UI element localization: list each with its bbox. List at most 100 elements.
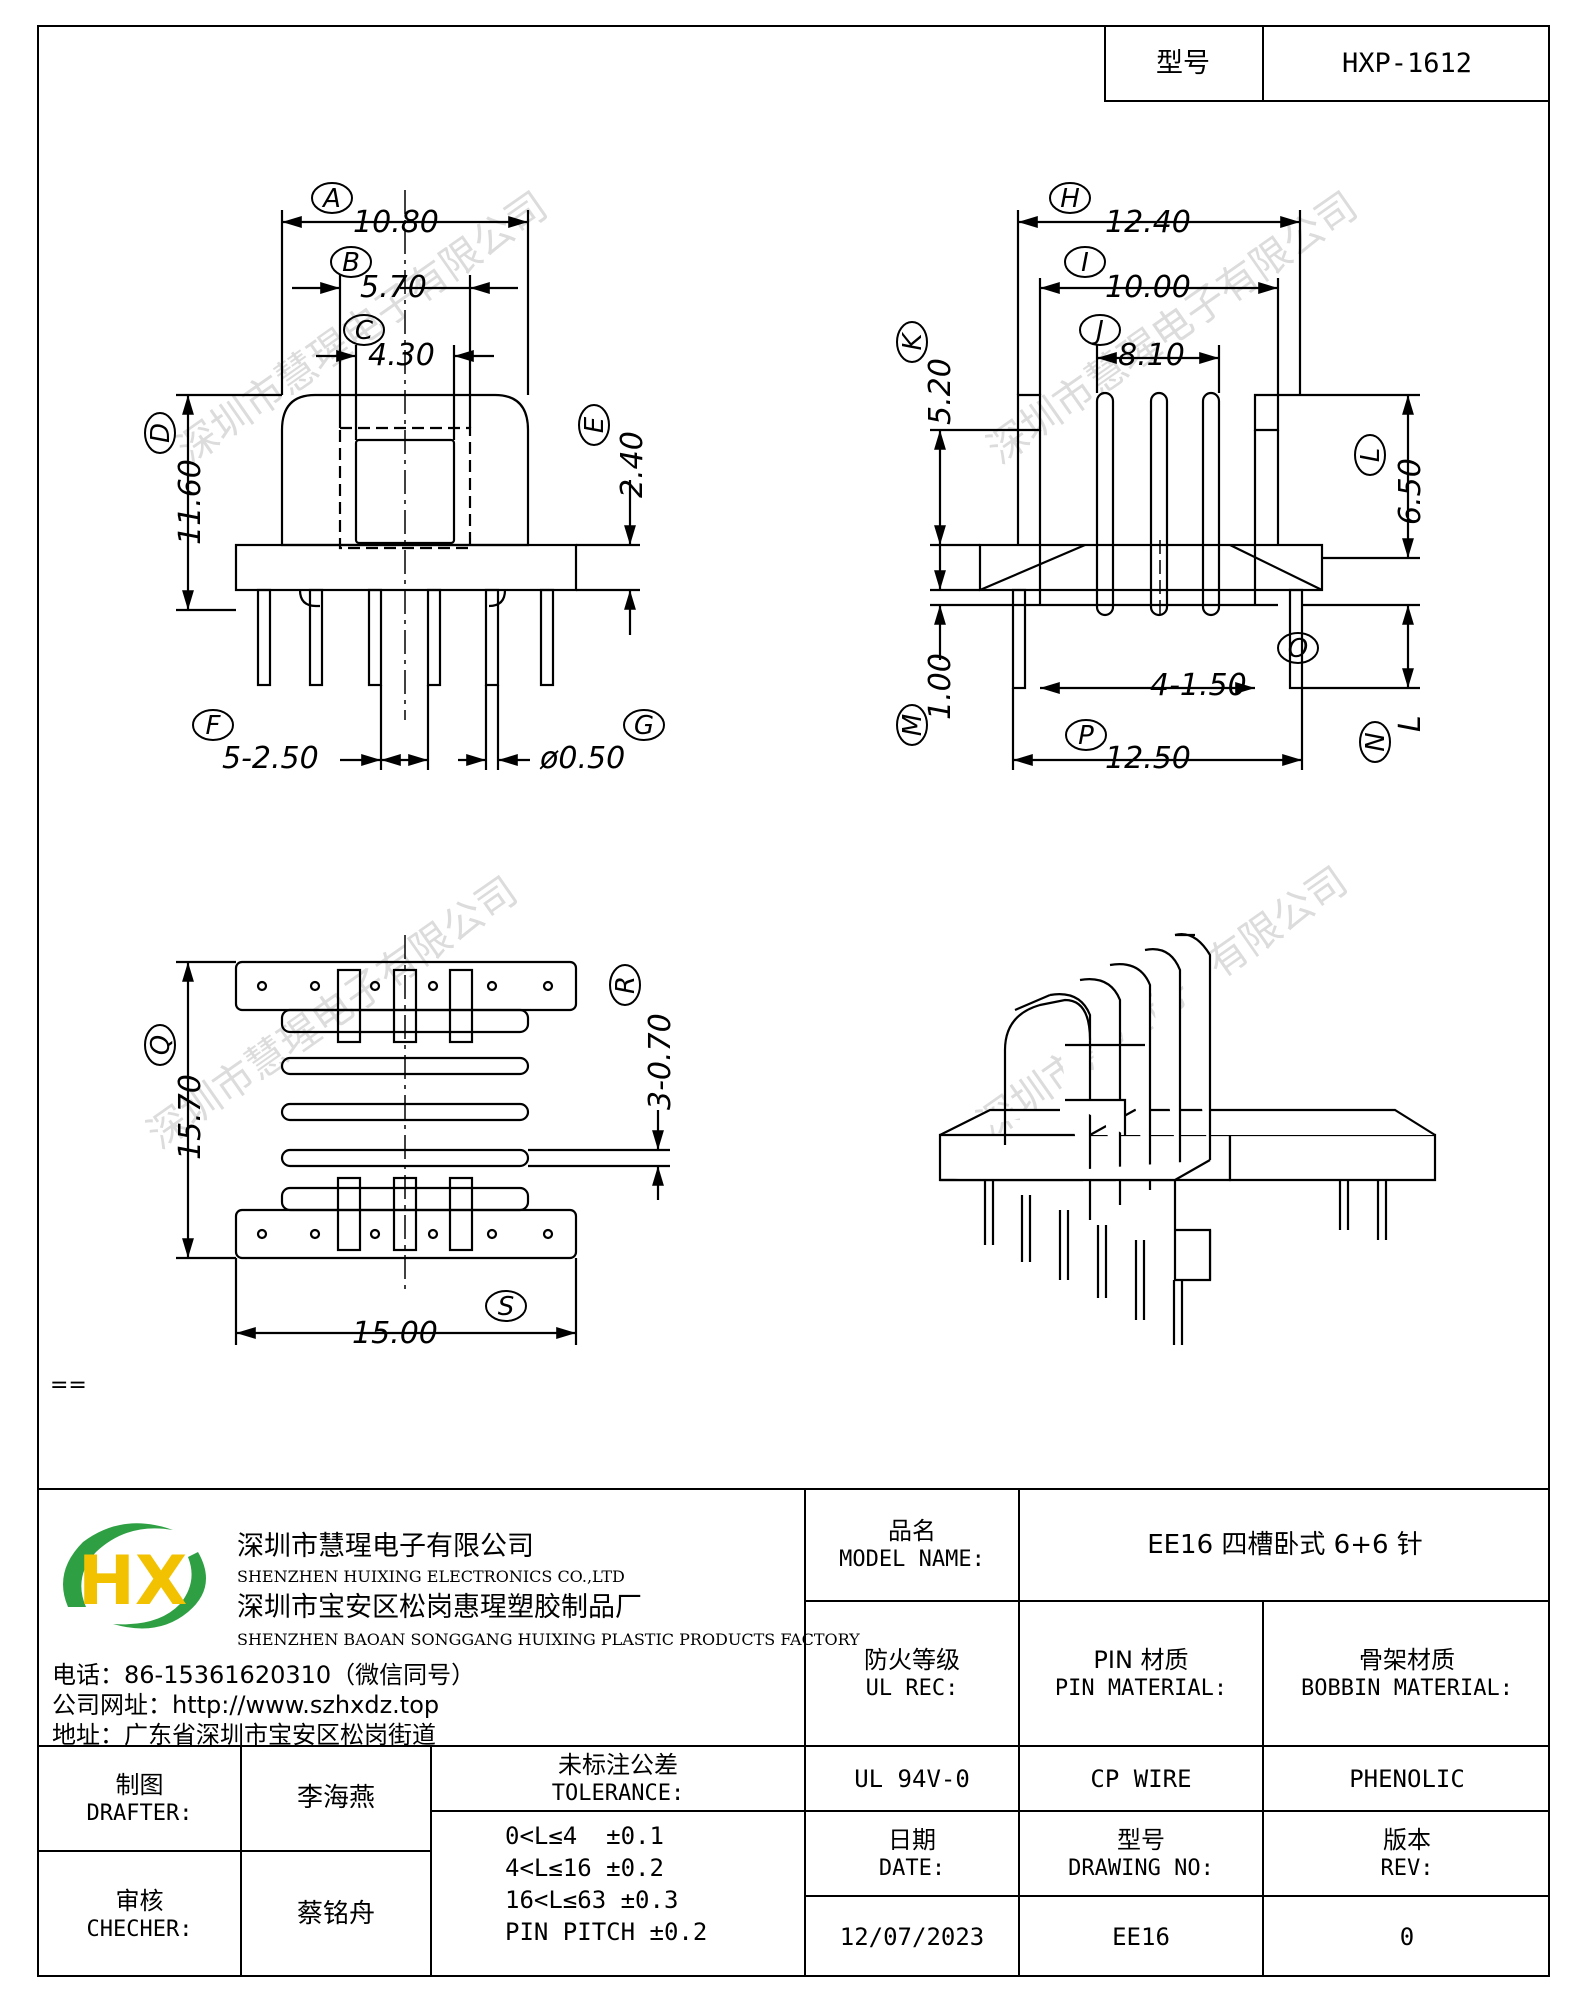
ul-rec-value: UL 94V-0 bbox=[854, 1764, 970, 1793]
tolerance-label-en: TOLERANCE: bbox=[551, 1780, 685, 1806]
company-phone: 电话：86-15361620310（微信同号） bbox=[52, 1661, 476, 1689]
dim-g-text: ø0.50 bbox=[539, 741, 625, 776]
rev-label-cn: 版本 bbox=[1383, 1825, 1431, 1854]
model-name-value: EE16 四槽卧式 6+6 针 bbox=[1147, 1529, 1423, 1560]
drawing-frame bbox=[37, 25, 1550, 1977]
balloon-o: O bbox=[1277, 632, 1319, 664]
balloon-h: H bbox=[1049, 182, 1091, 214]
title-block-line-1895 bbox=[804, 1895, 1550, 1897]
svg-text:N: N bbox=[1361, 732, 1391, 751]
svg-text:Q: Q bbox=[146, 1035, 176, 1055]
dim-k-text: 5.20 bbox=[923, 358, 958, 425]
company-website: 公司网址：http://www.szhxdz.top bbox=[52, 1691, 440, 1719]
title-block-line-1600 bbox=[804, 1600, 1550, 1602]
title-block-line-1850 bbox=[37, 1850, 430, 1852]
rev-label: 版本 REV: bbox=[1264, 1812, 1550, 1895]
svg-text:L: L bbox=[1356, 448, 1386, 463]
bobbin-material-label-en: BOBBIN MATERIAL: bbox=[1301, 1675, 1513, 1701]
dim-d-text: 11.60 bbox=[173, 459, 208, 545]
bobbin-material-value: PHENOLIC bbox=[1349, 1764, 1465, 1793]
svg-text:C: C bbox=[355, 316, 374, 346]
dim-i-text: 10.00 bbox=[1105, 270, 1191, 305]
title-block-vline-1018 bbox=[1018, 1488, 1020, 1977]
checker-label: 审核 CHECHER: bbox=[39, 1852, 240, 1977]
company-name-cn: 深圳市慧瑆电子有限公司 bbox=[237, 1531, 534, 1562]
drawing-no-label: 型号 DRAWING NO: bbox=[1020, 1812, 1262, 1895]
pin-material-value: CP WIRE bbox=[1090, 1764, 1192, 1793]
ul-rec-label-en: UL REC: bbox=[865, 1675, 959, 1701]
svg-text:S: S bbox=[498, 1292, 515, 1322]
top-view bbox=[176, 935, 670, 1345]
balloon-s: S bbox=[485, 1290, 527, 1322]
checker-label-cn: 审核 bbox=[115, 1886, 164, 1915]
date-label: 日期 DATE: bbox=[806, 1812, 1018, 1895]
svg-text:H: H bbox=[1060, 184, 1080, 214]
pin-material-label: PIN 材质 PIN MATERIAL: bbox=[1020, 1602, 1262, 1745]
date-label-cn: 日期 bbox=[888, 1825, 936, 1854]
front-view bbox=[176, 190, 640, 770]
ul-rec-label-cn: 防火等级 bbox=[864, 1645, 960, 1674]
dim-c-text: 4.30 bbox=[368, 338, 435, 373]
side-view bbox=[930, 210, 1420, 770]
balloon-m: M bbox=[896, 704, 928, 746]
svg-text:O: O bbox=[1288, 634, 1308, 664]
drawing-no-value: EE16 bbox=[1112, 1923, 1170, 1951]
svg-text:D: D bbox=[146, 423, 176, 443]
equals-marker: == bbox=[50, 1373, 87, 1398]
balloon-i: I bbox=[1064, 246, 1106, 278]
tolerance-line: 16<L≤63 ±0.3 bbox=[505, 1886, 679, 1914]
drafter-name: 李海燕 bbox=[296, 1783, 375, 1814]
header-model-label: 型号 bbox=[1156, 47, 1210, 79]
header-model-box bbox=[1104, 25, 1550, 102]
dim-m-text: 1.00 bbox=[923, 653, 958, 720]
title-block-line-1810 bbox=[430, 1810, 1550, 1812]
svg-text:E: E bbox=[580, 416, 610, 433]
factory-name-en: SHENZHEN BAOAN SONGGANG HUIXING PLASTIC … bbox=[237, 1630, 860, 1649]
balloon-e: E bbox=[578, 404, 610, 446]
factory-name-cn: 深圳市宝安区松岗惠瑆塑胶制品厂 bbox=[237, 1592, 642, 1623]
svg-text:K: K bbox=[898, 332, 928, 351]
title-block-line-1745 bbox=[37, 1745, 1550, 1747]
tolerance-table: 0<L≤4 ±0.1 4<L≤16 ±0.2 16<L≤63 ±0.3 PIN … bbox=[505, 1820, 707, 1948]
technical-drawing: 深圳市慧瑆电子有限公司 深圳市慧瑆电子有限公司 深圳市慧瑆电子有限公司 深圳市慧… bbox=[50, 182, 1437, 1398]
dim-b-text: 5.70 bbox=[360, 270, 427, 305]
header-model-divider bbox=[1262, 25, 1264, 102]
title-block-top-border bbox=[37, 1488, 1550, 1490]
dim-e-text: 2.40 bbox=[615, 431, 650, 498]
logo-letters: HX bbox=[78, 1542, 187, 1621]
balloon-k: K bbox=[896, 321, 928, 363]
dim-h-text: 12.40 bbox=[1105, 205, 1191, 240]
svg-text:P: P bbox=[1078, 721, 1094, 751]
checker-label-en: CHECHER: bbox=[86, 1916, 193, 1942]
svg-text:F: F bbox=[206, 711, 222, 741]
svg-text:I: I bbox=[1081, 248, 1089, 278]
model-name-label: 品名 MODEL NAME: bbox=[806, 1490, 1018, 1600]
tolerance-label: 未标注公差 TOLERANCE: bbox=[432, 1747, 804, 1810]
bobbin-material-label-cn: 骨架材质 bbox=[1359, 1645, 1455, 1674]
balloon-n: N bbox=[1359, 721, 1391, 763]
tolerance-line: 0<L≤4 ±0.1 bbox=[505, 1822, 664, 1850]
balloon-d: D bbox=[144, 412, 176, 454]
pin-material-label-en: PIN MATERIAL: bbox=[1054, 1675, 1228, 1701]
balloon-a: A bbox=[311, 182, 353, 214]
ul-rec-label: 防火等级 UL REC: bbox=[806, 1602, 1018, 1745]
balloon-l: L bbox=[1354, 434, 1386, 476]
balloon-r: R bbox=[609, 964, 641, 1006]
dim-o-text: 4-1.50 bbox=[1150, 668, 1247, 703]
drawing-no-label-en: DRAWING NO: bbox=[1068, 1855, 1214, 1881]
dim-q-text: 15.70 bbox=[173, 1074, 208, 1160]
svg-text:B: B bbox=[342, 248, 360, 278]
balloon-c: C bbox=[343, 314, 385, 346]
svg-text:M: M bbox=[898, 714, 928, 736]
balloon-q: Q bbox=[144, 1024, 176, 1066]
isometric-view bbox=[938, 933, 1437, 1345]
dim-s-text: 15.00 bbox=[352, 1316, 438, 1351]
header-model-value: HXP-1612 bbox=[1341, 47, 1473, 79]
drafter-label-en: DRAFTER: bbox=[86, 1800, 193, 1826]
svg-text:A: A bbox=[321, 184, 341, 214]
checker-name: 蔡铭舟 bbox=[296, 1899, 375, 1930]
title-block-vline-430 bbox=[430, 1745, 432, 1977]
tolerance-label-cn: 未标注公差 bbox=[558, 1750, 678, 1779]
title-block-vline-804 bbox=[804, 1488, 806, 1977]
balloon-j: J bbox=[1079, 314, 1121, 346]
